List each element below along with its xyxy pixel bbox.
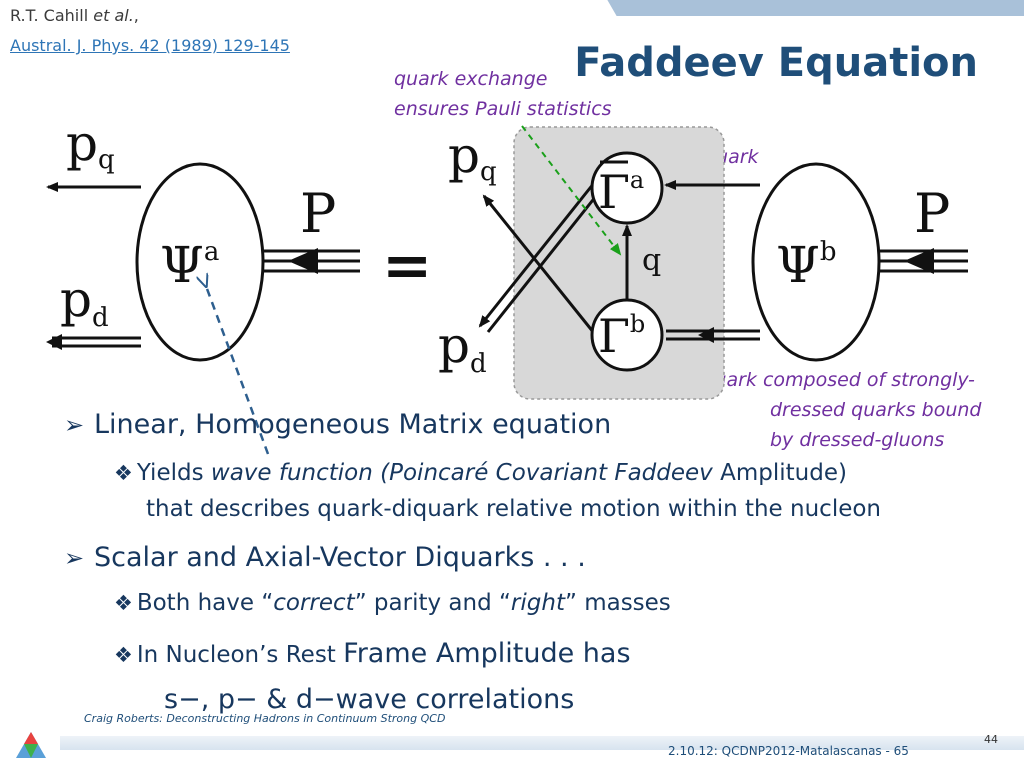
diamond-bullet-icon: ❖ [114, 591, 133, 615]
wave-function-annotation-arrow [206, 286, 270, 455]
gamma-bar-a-label: Γa [598, 165, 644, 219]
pd-label-left: pd [60, 270, 109, 333]
arrow-bullet-icon: ➢ [64, 411, 85, 439]
slide-title: Faddeev Equation [574, 40, 978, 86]
annotation-diquark-line3: by dressed-gluons [770, 429, 945, 451]
argonne-logo-icon [16, 732, 46, 758]
P-label-right: P [914, 182, 950, 245]
annotation-quark-exchange: quark exchange [394, 68, 548, 90]
q-label: q [642, 243, 661, 278]
annotation-pauli-statistics: ensures Pauli statistics [394, 98, 612, 120]
top-accent-bar [620, 0, 1024, 16]
footer-author: Craig Roberts: Deconstructing Hadrons in… [84, 712, 446, 725]
crossing-line-2b [486, 185, 606, 333]
gamma-b-label: Γb [598, 309, 645, 363]
reference-author: R.T. Cahill et al., [10, 6, 139, 25]
sub-bullet-wave-function: ❖Yields wave function (Poincaré Covarian… [114, 460, 847, 486]
bullet-diquarks: ➢Scalar and Axial-Vector Diquarks . . . [64, 542, 586, 573]
annotation-diquark-line2: dressed quarks bound [770, 399, 982, 421]
sub-bullet-wave-function-line2: that describes quark-diquark relative mo… [146, 496, 882, 522]
arrow-bullet-icon: ➢ [64, 544, 85, 572]
P-label-left: P [300, 182, 336, 245]
annotation-diquark-line1: diquark composed of strongly- [685, 369, 975, 391]
diamond-bullet-icon: ❖ [114, 461, 133, 485]
equals-sign: = [382, 231, 432, 301]
pd-arrowhead-left [46, 334, 62, 350]
psi-a-label: Ψa [160, 236, 219, 294]
P-arrowhead-right [904, 248, 934, 274]
diamond-bullet-icon: ❖ [114, 643, 133, 667]
diquark-arrowhead-right [698, 327, 714, 343]
sub-bullet-rest-frame: ❖In Nucleon’s Rest Frame Amplitude has [114, 638, 631, 669]
crossing-line-2 [478, 177, 600, 328]
sub-bullet-parity-masses: ❖Both have “correct” parity and “right” … [114, 590, 671, 616]
gamma-bar-a-vertex [590, 151, 664, 225]
pq-label-left: pq [66, 114, 115, 175]
bullet-linear-homogeneous: ➢Linear, Homogeneous Matrix equation [64, 409, 612, 440]
pauli-annotation-arrow [521, 125, 622, 256]
sub-bullet-rest-frame-line2: s−, p− & d−wave correlations [164, 684, 575, 715]
reference-journal-link[interactable]: Austral. J. Phys. 42 (1989) 129-145 [10, 36, 290, 55]
P-arrowhead-left [288, 248, 318, 274]
pq-label-right: pq [448, 126, 497, 187]
psi-b-label: Ψb [776, 236, 837, 294]
slide-number: 44 [984, 733, 998, 746]
footer-bar [60, 736, 1024, 750]
footer-conference: 2.10.12: QCDNP2012-Matalascanas - 65 [668, 744, 909, 758]
pd-label-right: pd [438, 316, 487, 379]
